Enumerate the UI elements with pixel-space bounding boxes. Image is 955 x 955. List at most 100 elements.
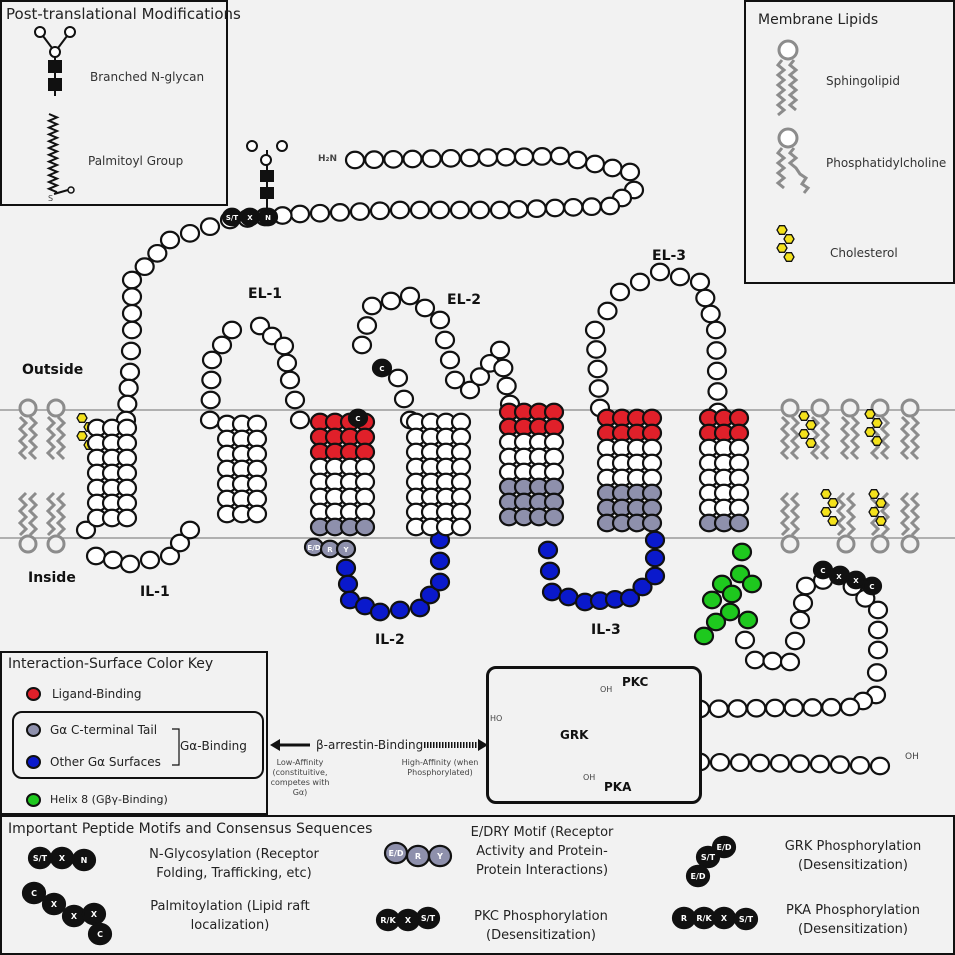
c-terminal-residue <box>729 753 751 773</box>
el3-residue <box>649 262 671 282</box>
el2-residue <box>351 335 373 355</box>
n-terminal-residue <box>199 217 221 237</box>
cys-residue-text: C <box>820 567 825 575</box>
helix8-residue <box>701 590 723 610</box>
cys-residue <box>371 358 393 378</box>
key-bracket <box>172 728 180 766</box>
el1-label: EL-1 <box>248 286 283 302</box>
lipid <box>17 398 39 461</box>
el2-residue <box>439 350 461 370</box>
grk-ho: HO <box>490 714 503 723</box>
ptm-box: Post-translational Modifications Branche… <box>0 0 241 206</box>
helix8-residue <box>721 584 743 604</box>
cholesterol-ring <box>875 516 887 526</box>
color-key-title: Interaction-Surface Color Key <box>8 656 214 672</box>
el1-residue <box>284 390 306 410</box>
cholesterol-ring <box>871 418 883 428</box>
c-terminal-residue <box>709 752 731 772</box>
ligand-key-label: Ligand-Binding <box>52 687 142 701</box>
tm5-residue <box>543 507 565 527</box>
el3-residue <box>588 379 609 398</box>
n-terminus-label: H₂N <box>318 154 338 164</box>
lipid <box>899 398 921 461</box>
cholesterol-ring <box>827 516 839 526</box>
n-terminal-residue <box>120 341 142 361</box>
n-terminal-residue <box>429 200 451 220</box>
il1-residue <box>169 533 191 553</box>
c-terminal-residue <box>809 754 831 774</box>
tm3-residue <box>354 517 376 537</box>
n-terminal-residue <box>329 203 351 222</box>
il1-residue <box>119 554 141 574</box>
lipid-tail <box>789 491 801 537</box>
cholesterol-icon <box>798 411 817 448</box>
lipid-tail <box>849 415 861 461</box>
pkc-label: PKC <box>622 675 649 689</box>
c-terminal-residue <box>867 600 889 620</box>
x-residue-text: X <box>853 577 859 585</box>
palm-x-text: X <box>71 912 78 921</box>
lipid <box>835 491 857 554</box>
c-terminal-residue <box>849 755 871 775</box>
el1-residue <box>201 370 222 390</box>
lipid-tail <box>45 415 57 461</box>
pka-motif-text: PKA Phosphorylation (Desensitization) <box>786 903 920 937</box>
lipid-tail <box>899 415 911 461</box>
il3-residue <box>632 577 653 597</box>
sphingolipid-label: Sphingolipid <box>826 74 900 88</box>
sphingolipid-icon <box>775 39 799 117</box>
cholesterol-ring <box>871 436 883 446</box>
glyco-motif-text: N-Glycosylation (Receptor Folding, Traff… <box>149 847 319 881</box>
c-terminal-residue <box>867 620 889 640</box>
phosphatidylcholine-icon <box>775 127 811 194</box>
c-terminal-residue <box>866 663 888 682</box>
lipid-tail <box>879 415 891 461</box>
lipids-box: Membrane Lipids Sphingolipid Phosphatidy… <box>744 0 955 284</box>
il2-residue <box>429 551 451 571</box>
pka-r-text: R <box>681 914 687 923</box>
il3-residue <box>644 548 666 568</box>
lipid <box>899 491 921 554</box>
el3-residue <box>707 382 728 401</box>
el1-residue <box>211 335 233 355</box>
grk-ed-text: E/D <box>716 843 731 852</box>
cholesterol-ring <box>798 429 810 439</box>
n-terminal-residue <box>449 200 471 220</box>
cholesterol-ring <box>798 411 810 421</box>
il2-residue <box>369 602 391 622</box>
cholesterol-ring <box>76 431 88 441</box>
glycan-square <box>260 170 274 182</box>
edry-y-text: Y <box>436 852 443 861</box>
el2-residue <box>380 291 402 311</box>
el2-residue <box>489 340 511 360</box>
x-residue-text: X <box>247 214 253 222</box>
ed-residue-text: E/D <box>307 544 320 552</box>
c-terminal-residue <box>867 640 889 660</box>
lipid-head <box>870 398 890 418</box>
helix8-residue <box>719 602 741 622</box>
pka-oh: OH <box>583 773 596 782</box>
n-terminal-residue <box>369 201 391 221</box>
transmembrane-helices <box>86 402 750 537</box>
lipid-head <box>18 398 38 418</box>
tm6-residue <box>641 513 663 533</box>
cys-residue-text: C <box>355 415 360 423</box>
lipid-tail <box>909 415 921 461</box>
c-terminal-residue <box>869 756 891 776</box>
lipid-head <box>836 534 856 554</box>
cys-residue-text: C <box>379 365 384 373</box>
palm-c <box>87 922 113 946</box>
glyco-x-text: X <box>59 854 66 863</box>
il3-residue <box>539 561 561 581</box>
galpha-binding-box: Gα C-terminal Tail Other Gα Surfaces Gα-… <box>12 711 264 779</box>
tm4-residue <box>450 517 472 537</box>
motifs-title: Important Peptide Motifs and Consensus S… <box>8 821 373 837</box>
il3-residue <box>644 566 666 586</box>
tm2-residue <box>246 504 268 524</box>
pkc-st-text: S/T <box>421 914 436 923</box>
el3-residue <box>586 340 607 359</box>
cholesterol-ring <box>868 489 880 499</box>
edry-y <box>427 844 453 868</box>
pkc-oh: OH <box>600 685 613 694</box>
